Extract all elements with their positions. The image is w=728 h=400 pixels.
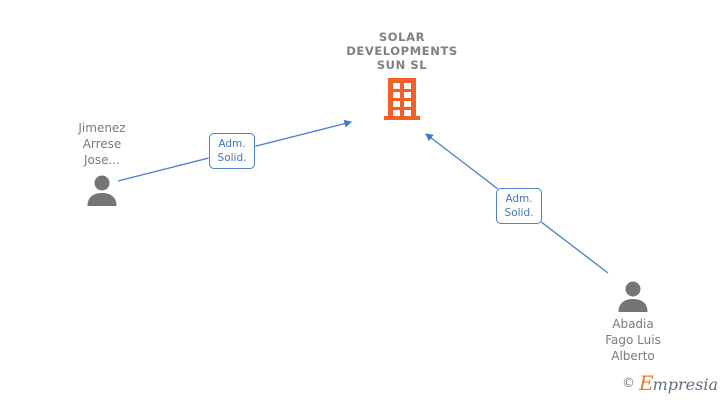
person-avatar-icon xyxy=(618,281,648,312)
brand-logo: E mpresia xyxy=(639,373,718,393)
watermark: © E mpresia xyxy=(622,373,718,393)
person-node-right[interactable]: Abadia Fago Luis Alberto xyxy=(573,280,693,364)
person-avatar-icon xyxy=(87,175,117,206)
copyright-symbol: © xyxy=(621,375,635,391)
person-left-name: Jimenez Arrese Jose... xyxy=(78,121,126,167)
company-node[interactable]: SOLAR DEVELOPMENTS SUN SL xyxy=(322,30,482,125)
relation-label-right[interactable]: Adm. Solid. xyxy=(496,188,542,224)
office-building-icon xyxy=(384,78,420,120)
company-name: SOLAR DEVELOPMENTS SUN SL xyxy=(346,30,458,72)
brand-initial: E xyxy=(638,371,654,395)
person-right-name: Abadia Fago Luis Alberto xyxy=(605,317,661,363)
relation-label-left[interactable]: Adm. Solid. xyxy=(209,133,255,169)
brand-name: mpresia xyxy=(652,375,718,394)
person-node-left[interactable]: Jimenez Arrese Jose... xyxy=(42,120,162,206)
